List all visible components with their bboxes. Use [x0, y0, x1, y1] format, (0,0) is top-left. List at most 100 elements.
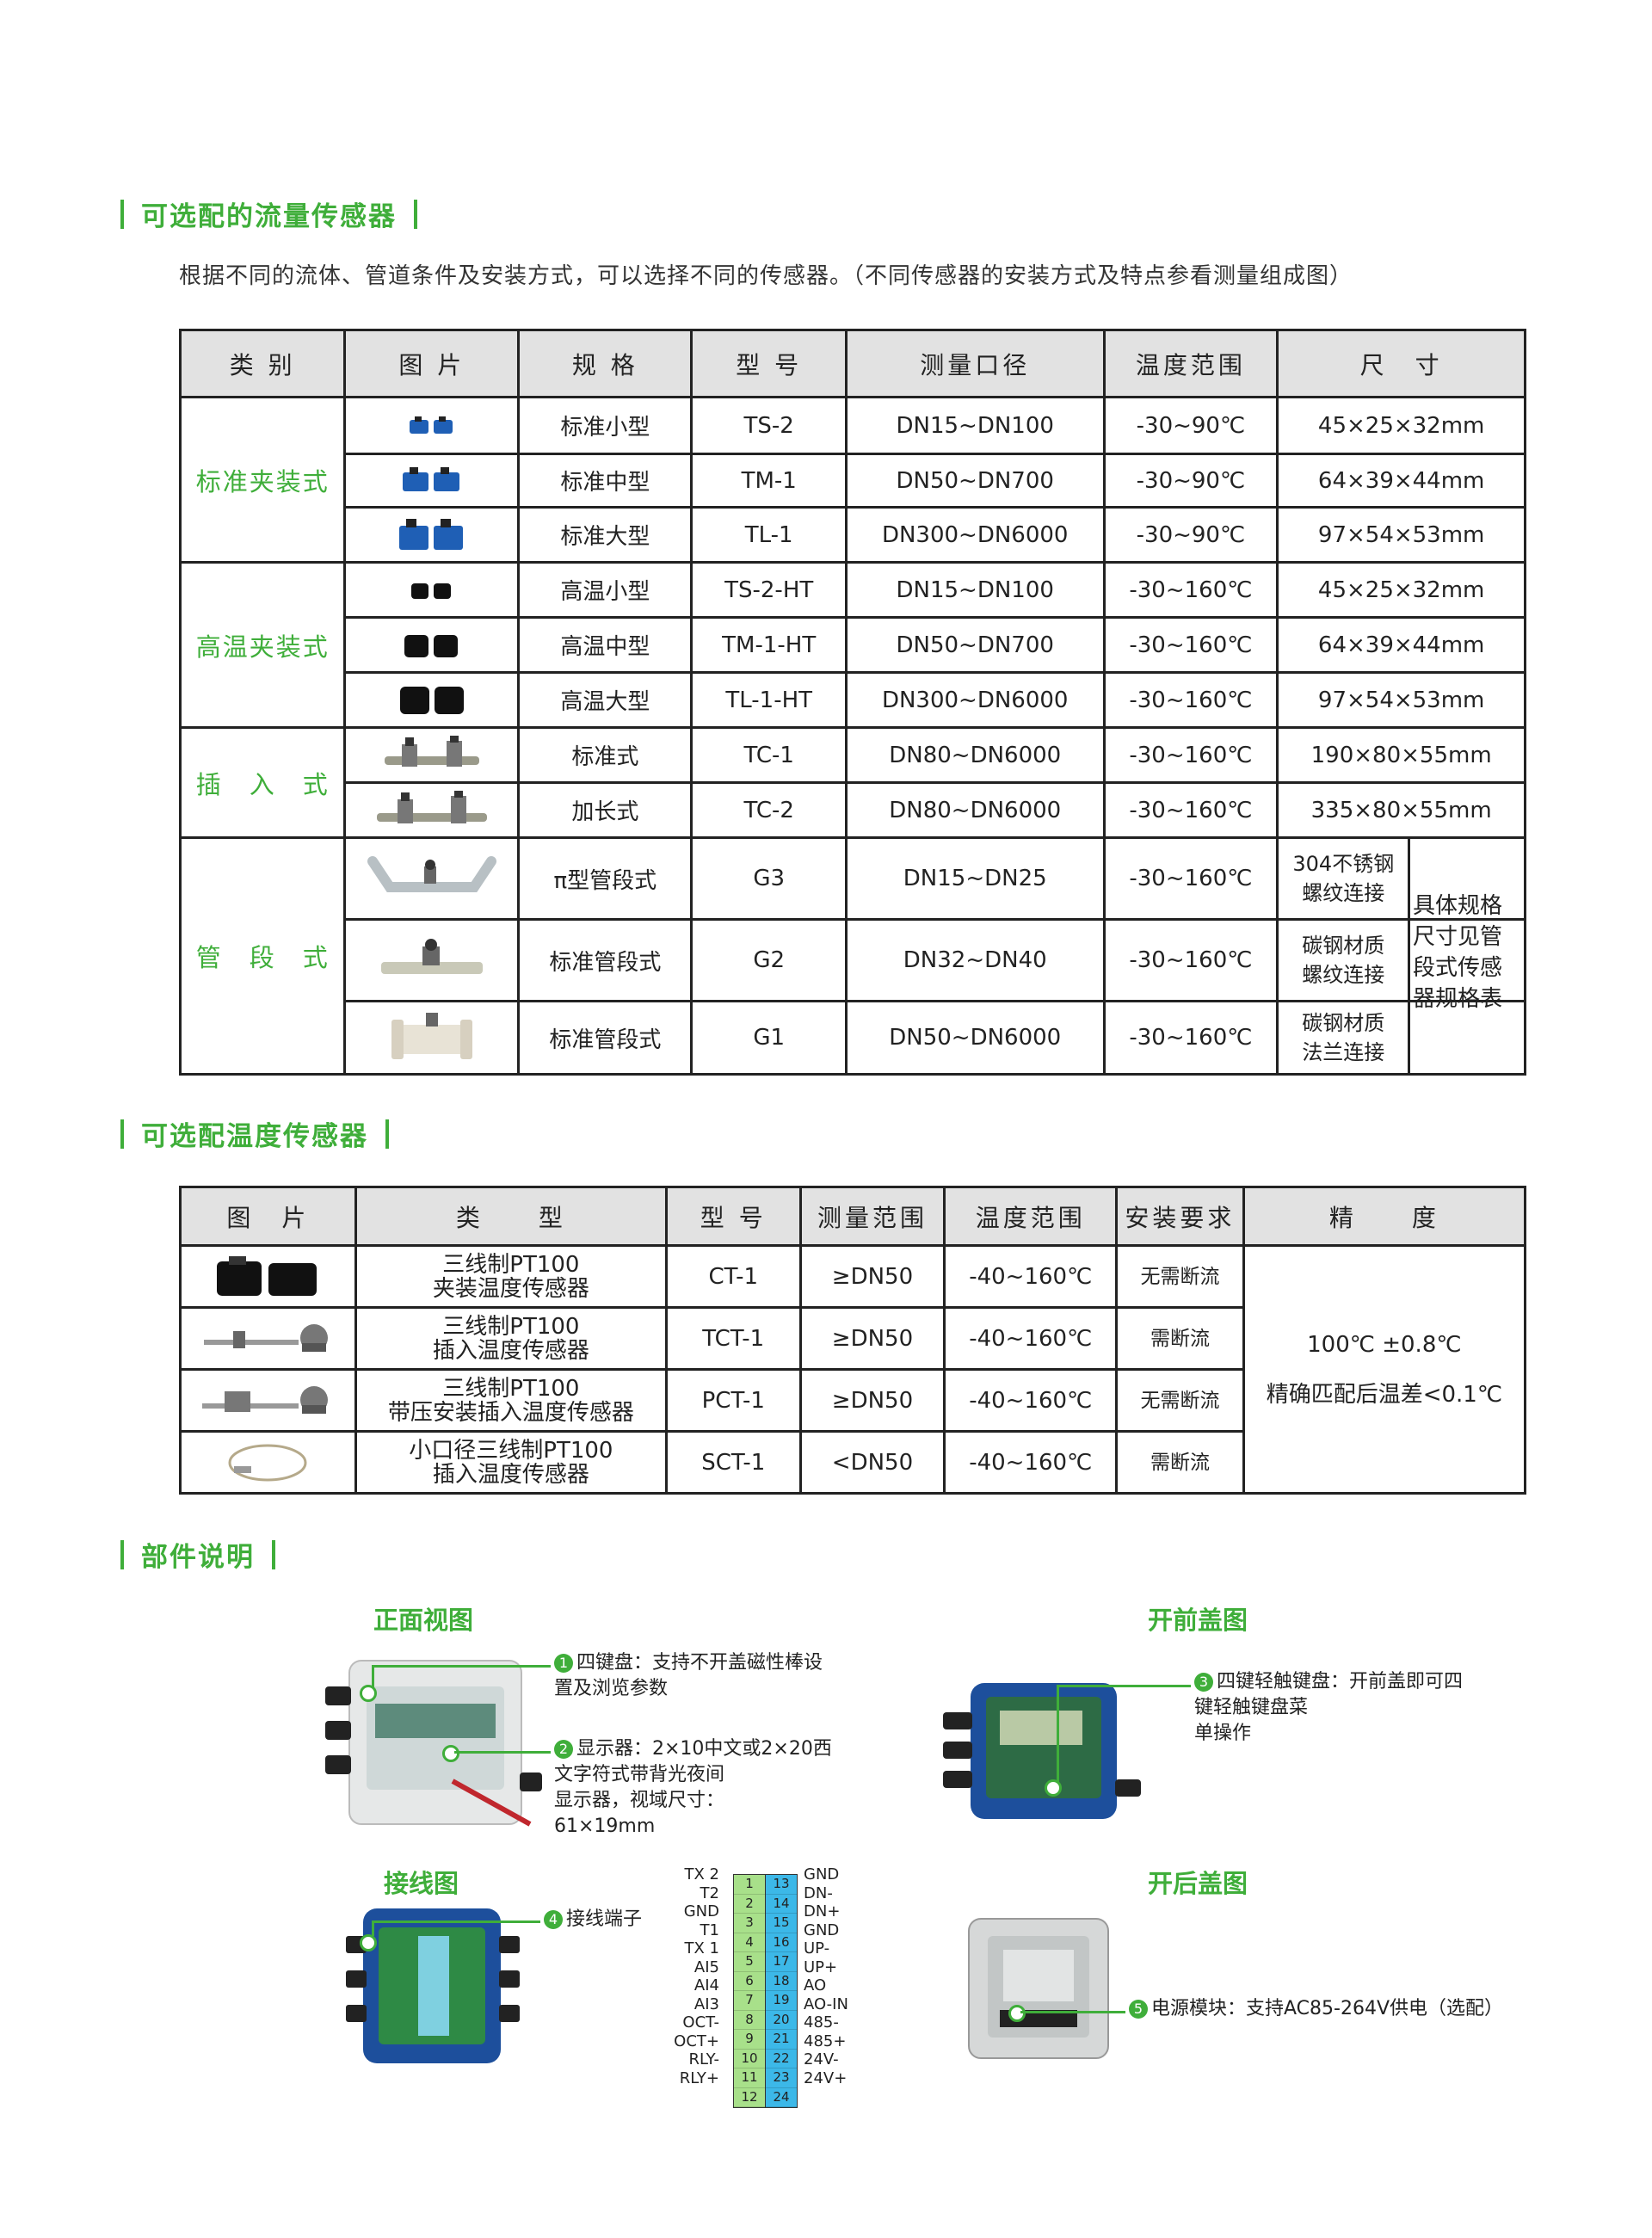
section-title-text: 部件说明	[141, 1542, 255, 1573]
size-cell: 45×25×32mm	[1276, 396, 1526, 455]
table-row: 高温大型 TL-1-HT DN300~DN6000 -30~160℃ 97×54…	[181, 671, 1526, 729]
dn-cell: DN300~DN6000	[844, 671, 1106, 729]
table-row: 标准管段式 G2 DN32~DN40 -30~160℃ 碳钢材质 螺纹连接	[181, 918, 1526, 1002]
pin-number: 2	[734, 1895, 765, 1914]
pin-label: UP-	[804, 1939, 830, 1957]
category-standard-clamp: 标准夹装式	[178, 396, 347, 564]
pin-number: 6	[734, 1972, 765, 1991]
pin-label: RLY+	[679, 2068, 719, 2087]
size-material: 碳钢材质 螺纹连接	[1279, 921, 1411, 1000]
intro-text: 根据不同的流体、管道条件及安装方式，可以选择不同的传感器。（不同传感器的安装方式…	[179, 263, 1353, 289]
sensor-picture	[343, 836, 521, 921]
pin-label: DN+	[804, 1902, 841, 1920]
ht-sensor-medium-icon	[404, 634, 458, 657]
pin-label: OCT-	[682, 2013, 719, 2031]
spec-cell: 高温中型	[517, 616, 693, 674]
ht-sensor-large-icon	[399, 686, 464, 714]
flange-pipe-sensor-icon	[391, 1013, 472, 1059]
pin-label: UP+	[804, 1957, 838, 1976]
type-cell: 三线制PT100 插入温度传感器	[354, 1306, 668, 1371]
dn-cell: DN32~DN40	[844, 918, 1106, 1002]
pin-label: T2	[700, 1883, 719, 1902]
pin-number: 21	[766, 2030, 797, 2050]
sensor-picture	[343, 453, 521, 509]
section-title-text: 可选配温度传感器	[141, 1121, 368, 1152]
type-cell: 三线制PT100 夹装温度传感器	[354, 1244, 668, 1309]
table-row: 三线制PT100 带压安装插入温度传感器 PCT-1 ≥DN50 -40~160…	[179, 1368, 1526, 1433]
section-title-temp: 可选配温度传感器	[120, 1114, 389, 1153]
small-bore-temp-sensor-icon	[228, 1444, 307, 1481]
sensor-picture	[343, 506, 521, 564]
model-cell: G3	[690, 836, 848, 921]
sensor-picture	[343, 396, 521, 455]
dn-cell: DN80~DN6000	[844, 726, 1106, 784]
table-row: 小口径三线制PT100 插入温度传感器 SCT-1 <DN50 -40~160℃…	[179, 1430, 1526, 1495]
callout-dot	[1045, 1779, 1062, 1797]
callout-number: 3	[1194, 1673, 1213, 1692]
pin-label: 485+	[804, 2031, 847, 2050]
size-material: 304不锈钢 螺纹连接	[1279, 839, 1411, 918]
dn-cell: DN15~DN100	[844, 561, 1106, 619]
callout-dot	[1008, 2005, 1026, 2022]
dn-cell: DN300~DN6000	[844, 506, 1106, 564]
header-cell: 温度范围	[1102, 329, 1279, 398]
callout-line	[372, 1920, 540, 1923]
spec-cell: 高温大型	[517, 671, 693, 729]
spec-cell: 标准管段式	[517, 918, 693, 1002]
pin-label: OCT+	[674, 2031, 719, 2050]
header-cell: 测量范围	[798, 1186, 946, 1247]
pin-label: GND	[683, 1902, 719, 1920]
range-cell: ≥DN50	[798, 1306, 946, 1371]
pin-number: 8	[734, 2011, 765, 2030]
model-cell: TCT-1	[664, 1306, 802, 1371]
standard-pipe-sensor-icon	[380, 939, 483, 974]
model-cell: G2	[690, 918, 848, 1002]
callout-text: 电源模块：支持AC85-264V供电（选配）	[1151, 1998, 1503, 2019]
req-cell: 无需断流	[1115, 1368, 1245, 1433]
pin-number: 12	[734, 2088, 765, 2107]
pressure-insertion-temp-sensor-icon	[202, 1385, 329, 1414]
model-cell: TM-1	[690, 453, 848, 509]
pin-number: 13	[766, 1875, 797, 1895]
sensor-picture	[343, 561, 521, 619]
pin-number: 14	[766, 1895, 797, 1914]
pin-label: 485-	[804, 2013, 839, 2031]
model-cell: TS-2-HT	[690, 561, 848, 619]
req-cell: 无需断流	[1115, 1244, 1245, 1309]
sensor-picture	[179, 1244, 357, 1309]
table-row: 高温中型 TM-1-HT DN50~DN700 -30~160℃ 64×39×4…	[181, 616, 1526, 674]
callout-dot	[360, 1934, 377, 1951]
pin-number: 22	[766, 2050, 797, 2068]
category-insertion: 插 入 式	[178, 726, 347, 839]
header-cell: 尺 寸	[1276, 329, 1526, 398]
header-cell: 温度范围	[943, 1186, 1119, 1247]
dn-cell: DN15~DN100	[844, 396, 1106, 455]
temp-sensor-table: 图 片 类 型 型 号 测量范围 温度范围 安装要求 精 度 三线制PT100 …	[179, 1186, 1527, 1495]
size-cell: 335×80×55mm	[1276, 781, 1526, 839]
spec-cell: π型管段式	[517, 836, 693, 921]
pipe-spec-note: 具体规格 尺寸见管 段式传感 器规格表	[1413, 893, 1503, 1012]
header-cell: 型 号	[690, 329, 848, 398]
size-cell: 97×54×53mm	[1276, 506, 1526, 564]
size-cell: 45×25×32mm	[1276, 561, 1526, 619]
clamp-sensor-medium-icon	[402, 466, 459, 491]
temp-cell: -40~160℃	[943, 1430, 1119, 1495]
wiring-device-image	[346, 1908, 520, 2063]
table-row: 管 段 式 π型管段式 G3 DN15~DN25 -30~160℃ 304不锈钢…	[178, 836, 1526, 1076]
header-cell: 型 号	[664, 1186, 802, 1247]
pin-label: AI5	[693, 1957, 719, 1976]
pin-label: TX 2	[684, 1865, 720, 1883]
model-cell: PCT-1	[664, 1368, 802, 1433]
temp-cell: -30~160℃	[1102, 836, 1279, 921]
callout-line	[372, 1920, 374, 1936]
size-cell: 64×39×44mm	[1276, 616, 1526, 674]
model-cell: G1	[690, 1000, 848, 1076]
table-row: 高温夹装式 高温小型 TS-2-HT DN15~DN100 -30~160℃ 4…	[178, 561, 1526, 729]
spec-cell: 标准小型	[517, 396, 693, 455]
temp-cell: -40~160℃	[943, 1368, 1119, 1433]
table-row: 标准管段式 G1 DN50~DN6000 -30~160℃ 碳钢材质 法兰连接	[181, 1000, 1526, 1076]
